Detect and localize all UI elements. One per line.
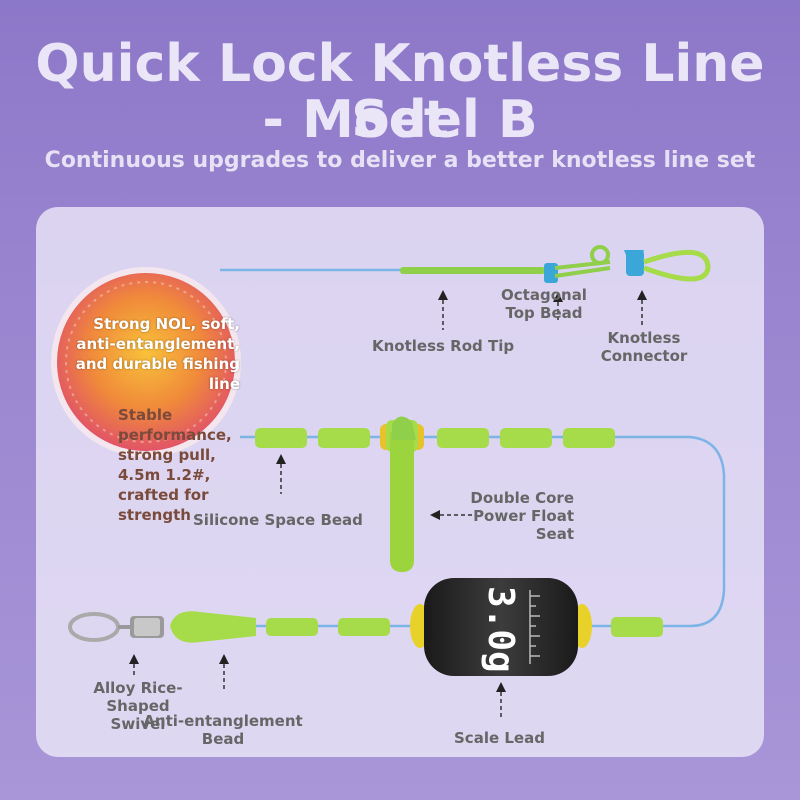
- spool-description: Strong NOL, soft, anti-entanglement, and…: [75, 315, 240, 393]
- rod-tip-line: [400, 267, 545, 274]
- pointer-arrows: [133, 300, 643, 720]
- scale-lead-weight-text: 3.0g: [480, 586, 521, 673]
- page-title-line1: Quick Lock Knotless Line Set: [35, 34, 765, 150]
- label-scale-lead: Scale Lead: [454, 729, 545, 747]
- label-double-core-power-float-seat: Double Core Power Float Seat: [470, 489, 574, 543]
- spool-specs: Stable performance, strong pull, 4.5m 1.…: [118, 406, 232, 524]
- fishing-line-spool: [51, 267, 241, 457]
- label-octagonal-top-bead: Octagonal Top Bead: [501, 286, 587, 322]
- silicone-space-beads-upper: [255, 428, 615, 448]
- label-anti-entanglement-bead: Anti-entanglement Bead: [143, 712, 303, 748]
- label-knotless-rod-tip: Knotless Rod Tip: [372, 337, 515, 355]
- page-subtitle: Continuous upgrades to deliver a better …: [44, 148, 756, 173]
- silicone-space-beads-lower: [266, 617, 663, 637]
- label-silicone-space-bead: Silicone Space Bead: [193, 511, 363, 529]
- label-alloy-swivel: Alloy Rice-Shaped Swivel: [93, 679, 183, 733]
- anti-entanglement-bead-shape: [170, 611, 256, 643]
- knotless-connector: [544, 245, 711, 283]
- alloy-swivel: [68, 612, 164, 642]
- arrow-heads: [129, 290, 647, 692]
- scale-lead: [410, 578, 592, 676]
- label-knotless-connector: Knotless Connector: [600, 329, 688, 365]
- page-title-line2: - Model B: [262, 90, 538, 150]
- double-core-float-seat: [380, 416, 424, 572]
